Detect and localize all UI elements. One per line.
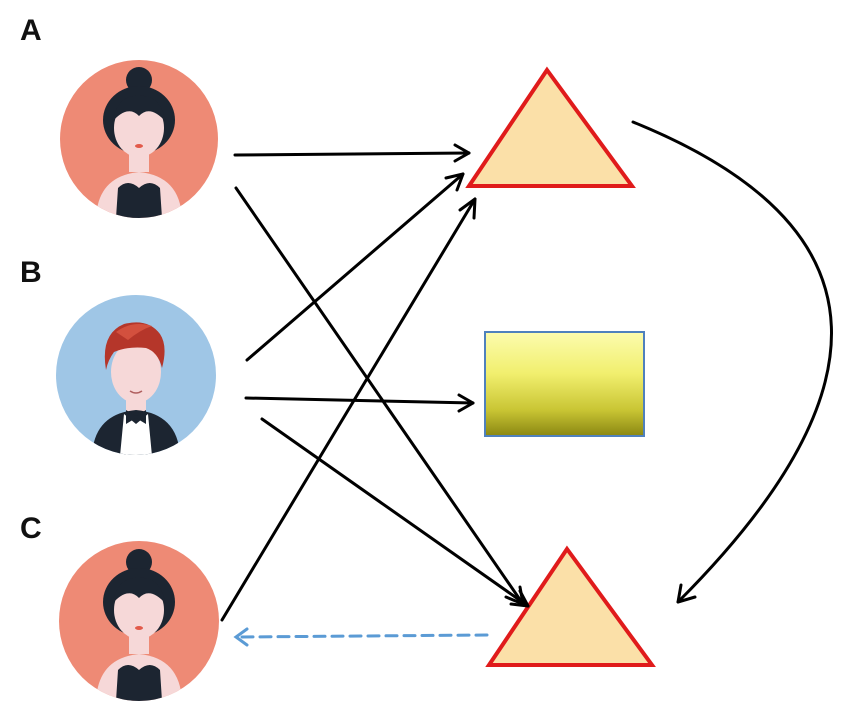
man-avatar-icon [92, 322, 180, 455]
edge-a-to-triangle-bottom [234, 186, 525, 606]
edge-b-to-triangle-top [245, 172, 465, 362]
triangle-node-bottom [485, 545, 656, 667]
edge-b-to-rectangle [244, 393, 475, 413]
panel-label-a: A [20, 14, 42, 47]
person-a-avatar [60, 60, 218, 218]
panel-label-c: C [20, 512, 42, 545]
woman-avatar-icon [96, 67, 182, 218]
triangle-node-top [465, 66, 636, 188]
woman-avatar-icon [96, 549, 182, 701]
rectangle-node-middle [484, 331, 645, 437]
edge-curved-triangle-top-to-bottom [631, 120, 833, 604]
edge-c-to-triangle-top [220, 197, 477, 622]
person-c-avatar [59, 541, 219, 701]
panel-label-b: B [20, 256, 42, 289]
edge-dashed-triangle-bottom-to-c [233, 627, 489, 647]
person-b-avatar [56, 295, 216, 455]
edge-b-to-triangle-bottom [260, 417, 530, 608]
edge-a-to-triangle-top [233, 143, 471, 163]
